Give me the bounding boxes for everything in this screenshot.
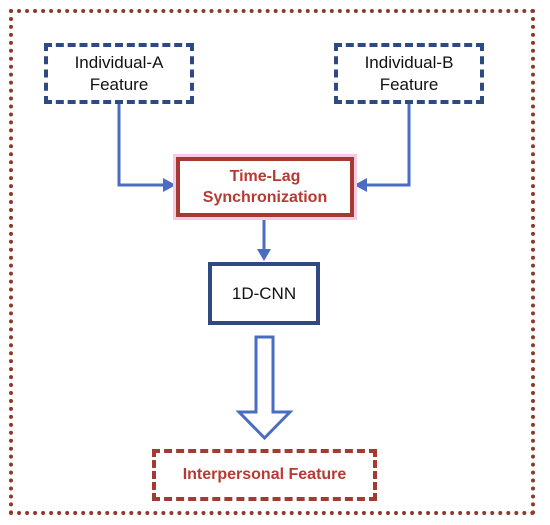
individual-a-label: Individual-A: [74, 52, 164, 72]
individual-b-label: Individual-B: [364, 52, 454, 72]
individual-b-sublabel: Feature: [379, 74, 439, 94]
sync-label-line2: Synchronization: [202, 189, 328, 206]
cnn-label: 1D-CNN: [231, 283, 297, 303]
outer-frame: [9, 9, 535, 515]
individual-a-sublabel: Feature: [89, 74, 149, 94]
individual-a-feature-node: Individual-A Feature: [44, 43, 194, 104]
interpersonal-feature-label: Interpersonal Feature: [182, 466, 347, 483]
cnn-node: 1D-CNN: [208, 262, 320, 325]
time-lag-synchronization-node: Time-Lag Synchronization: [176, 157, 354, 217]
sync-label-line1: Time-Lag: [229, 168, 301, 185]
interpersonal-feature-node: Interpersonal Feature: [152, 449, 377, 501]
individual-b-feature-node: Individual-B Feature: [334, 43, 484, 104]
